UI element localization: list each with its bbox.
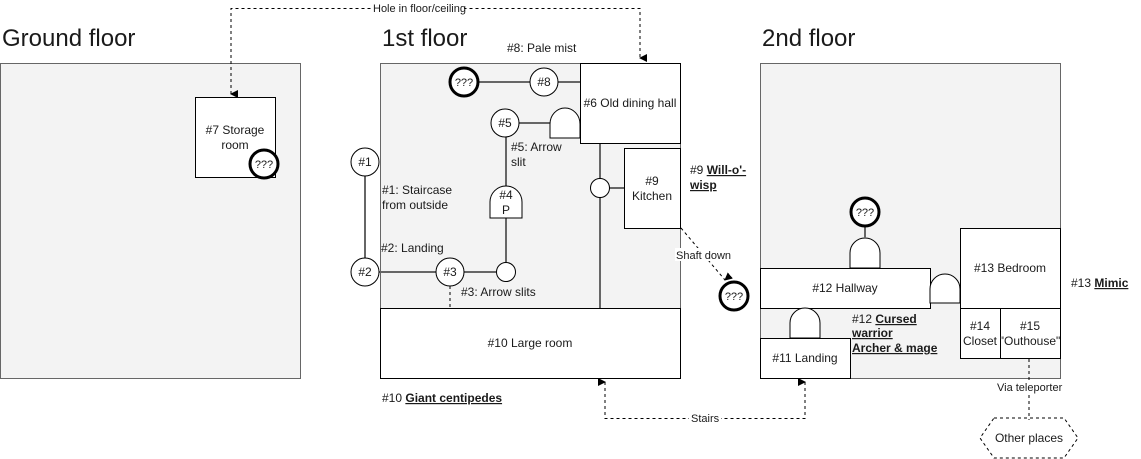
annotation-5-line2: slit bbox=[511, 155, 526, 169]
room-10-label: #10 Large room bbox=[488, 336, 573, 350]
room-9-label-line1: #9 bbox=[645, 174, 659, 188]
stairs-connection[interactable]: Stairs bbox=[598, 378, 806, 425]
annotation-10: #10 Giant centipedes bbox=[382, 391, 502, 405]
junction-node-3-4[interactable] bbox=[496, 262, 516, 282]
room-10-large-room[interactable]: #10 Large room bbox=[380, 308, 681, 379]
annotation-1-line2: from outside bbox=[382, 198, 448, 212]
unknown-label: ??? bbox=[725, 291, 743, 303]
shaft-connection[interactable]: Shaft down bbox=[675, 227, 733, 281]
room-14-closet[interactable]: #14 Closet bbox=[960, 308, 1001, 359]
room-7-label-line2: room bbox=[221, 138, 248, 152]
annotation-12-prefix: #12 bbox=[852, 312, 875, 326]
monster-link-giant-centipedes[interactable]: Giant centipedes bbox=[405, 391, 502, 405]
node-3[interactable]: #3 bbox=[435, 257, 465, 287]
unknown-label: ??? bbox=[255, 159, 273, 171]
room-15-label-line1: #15 bbox=[1020, 319, 1040, 333]
unknown-node-storage[interactable]: ??? bbox=[248, 148, 280, 180]
annotation-13: #13 Mimic bbox=[1071, 276, 1129, 290]
room-13-bedroom[interactable]: #13 Bedroom bbox=[960, 228, 1061, 309]
annotation-9-prefix: #9 bbox=[690, 163, 707, 177]
other-places-label: Other places bbox=[995, 431, 1063, 445]
unknown-label: ??? bbox=[455, 77, 473, 89]
node-3-label: #3 bbox=[443, 265, 457, 279]
unknown-node-first-floor[interactable]: ??? bbox=[448, 66, 480, 98]
node-5-label: #5 bbox=[498, 116, 512, 130]
monster-link-archer-mage[interactable]: Archer & mage bbox=[852, 341, 938, 355]
monster-link-will-o-wisp-cont[interactable]: wisp bbox=[689, 178, 717, 192]
annotation-8: #8: Pale mist bbox=[507, 41, 577, 55]
room-11-landing[interactable]: #11 Landing bbox=[760, 338, 851, 379]
other-places-node[interactable]: Other places bbox=[979, 417, 1079, 459]
room-9-kitchen[interactable]: #9 Kitchen bbox=[624, 148, 681, 229]
monster-link-cursed-warrior[interactable]: Cursed bbox=[875, 312, 916, 326]
teleporter-connection[interactable]: Via teleporter bbox=[996, 359, 1064, 420]
node-1[interactable]: #1 bbox=[350, 147, 380, 177]
node-8[interactable]: #8 bbox=[529, 67, 559, 97]
room-15-label-line2: "Outhouse" bbox=[1000, 334, 1061, 348]
door-hallway-north[interactable] bbox=[849, 237, 881, 269]
node-4-portcullis-label: P bbox=[502, 203, 510, 217]
hole-connection[interactable]: Hole in floor/ceiling bbox=[230, 2, 647, 98]
annotation-2: #2: Landing bbox=[381, 241, 444, 255]
monster-link-mimic[interactable]: Mimic bbox=[1094, 276, 1128, 290]
room-12-label: #12 Hallway bbox=[812, 281, 877, 295]
room-14-label-line2: Closet bbox=[963, 334, 998, 348]
room-13-label: #13 Bedroom bbox=[974, 261, 1046, 275]
annotation-3: #3: Arrow slits bbox=[461, 285, 536, 299]
node-4-label: #4 bbox=[499, 188, 513, 202]
node-2-label: #2 bbox=[358, 265, 372, 279]
annotation-10-prefix: #10 bbox=[382, 391, 405, 405]
unknown-label: ??? bbox=[856, 207, 874, 219]
room-12-hallway[interactable]: #12 Hallway bbox=[760, 268, 931, 309]
node-1-label: #1 bbox=[358, 155, 372, 169]
room-14-label-line1: #14 bbox=[970, 319, 990, 333]
first-floor-title: 1st floor bbox=[382, 25, 467, 52]
ground-floor-title: Ground floor bbox=[2, 25, 135, 52]
second-floor-title: 2nd floor bbox=[762, 25, 855, 52]
node-2[interactable]: #2 bbox=[350, 257, 380, 287]
room-6-old-dining-hall[interactable]: #6 Old dining hall bbox=[580, 63, 681, 144]
node-5[interactable]: #5 bbox=[490, 108, 520, 138]
unknown-node-shaft[interactable]: ??? bbox=[718, 280, 750, 312]
door-landing-hallway[interactable] bbox=[789, 307, 821, 339]
node-8-label: #8 bbox=[537, 75, 551, 89]
door-hallway-bedroom[interactable] bbox=[929, 273, 961, 304]
junction-node-kitchen[interactable] bbox=[590, 178, 610, 198]
stairs-label: Stairs bbox=[691, 413, 720, 425]
monster-link-cursed-warrior-cont[interactable]: warrior bbox=[851, 326, 893, 340]
teleporter-label: Via teleporter bbox=[997, 382, 1063, 394]
annotation-1-line1: #1: Staircase bbox=[382, 183, 452, 197]
hole-label: Hole in floor/ceiling bbox=[373, 3, 466, 15]
unknown-node-second-floor[interactable]: ??? bbox=[849, 196, 881, 228]
room-15-outhouse[interactable]: #15 "Outhouse" bbox=[1000, 308, 1061, 359]
annotation-9: #9 Will-o'- bbox=[690, 163, 746, 177]
room-11-label: #11 Landing bbox=[772, 351, 837, 365]
shaft-label: Shaft down bbox=[676, 250, 731, 262]
annotation-5-line1: #5: Arrow bbox=[511, 140, 562, 154]
monster-link-will-o-wisp[interactable]: Will-o'- bbox=[707, 163, 746, 177]
annotation-13-prefix: #13 bbox=[1071, 276, 1094, 290]
door-5-6[interactable] bbox=[549, 107, 581, 139]
room-7-label-line1: #7 Storage bbox=[206, 123, 265, 137]
room-9-label-line2: Kitchen bbox=[632, 189, 672, 203]
annotation-12: #12 Cursed bbox=[852, 312, 917, 326]
room-6-label: #6 Old dining hall bbox=[584, 96, 677, 110]
room-7-storage[interactable]: #7 Storage room bbox=[195, 97, 276, 178]
door-4-portcullis[interactable]: #4 P bbox=[489, 185, 523, 219]
